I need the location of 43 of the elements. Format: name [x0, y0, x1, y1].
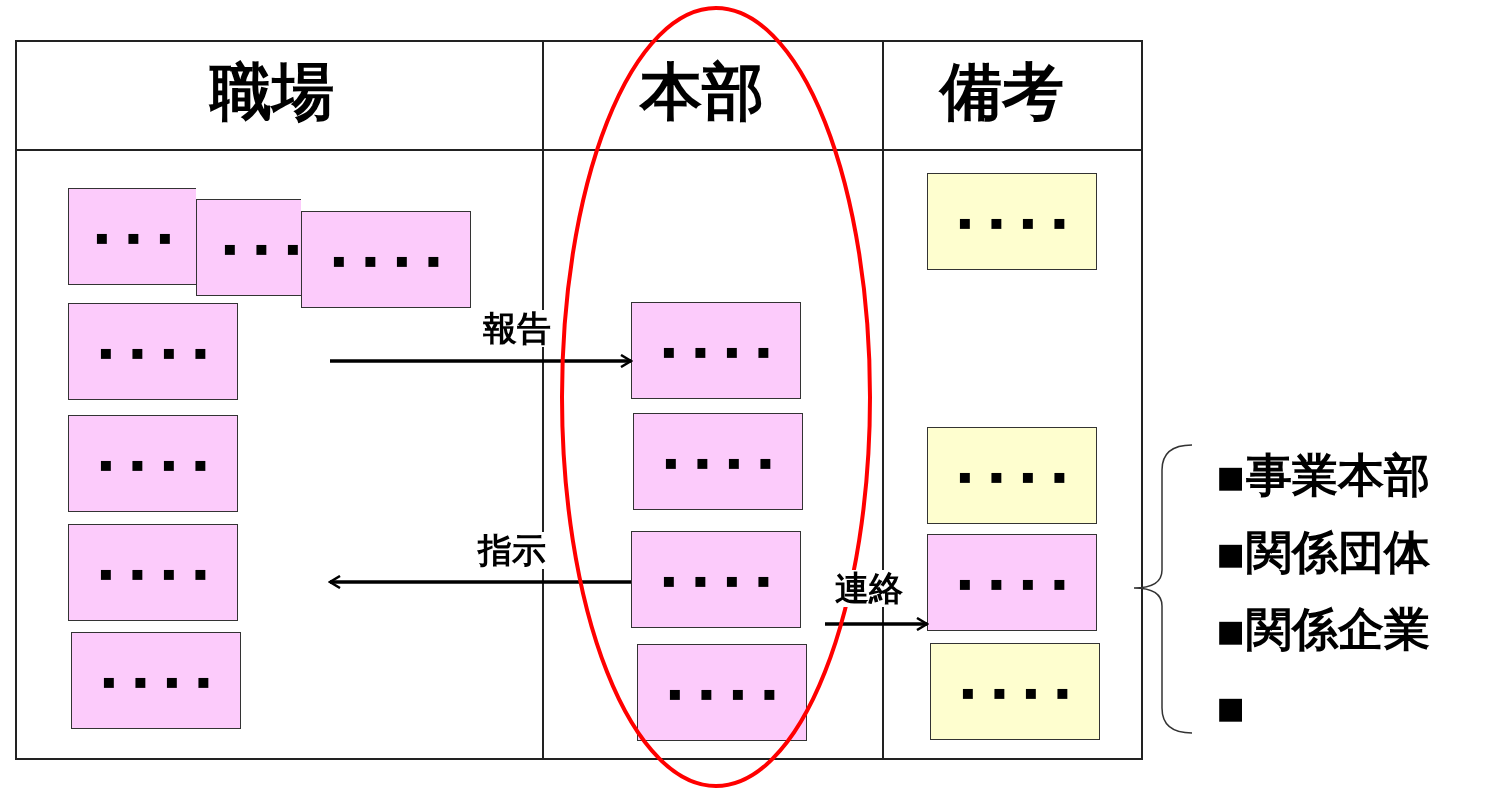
note-card [301, 211, 471, 308]
note-card [633, 413, 803, 510]
list-item: ▪関係団体 [1215, 527, 1431, 578]
note-card [637, 644, 807, 741]
note-card [631, 302, 801, 399]
column-header: 職場 [210, 58, 334, 127]
list-item: ▪関係企業 [1215, 604, 1431, 655]
edge-label: 報告 [483, 310, 551, 348]
placeholder-text: ▪▪▪▪ [957, 209, 1085, 234]
note-card [927, 173, 1097, 270]
placeholder-text: ▪▪▪▪ [667, 680, 795, 705]
placeholder-text: ▪▪▪▪ [663, 449, 791, 474]
edge-label: 指示 [478, 532, 546, 570]
placeholder-text: ▪▪▪ [95, 224, 190, 249]
note-card [68, 188, 196, 285]
list-item: ▪ [1215, 681, 1247, 732]
column-header: 本部 [640, 58, 764, 127]
note-card [68, 524, 238, 621]
edge-label: 連絡 [835, 570, 903, 608]
note-card [930, 643, 1100, 740]
list-item: ▪事業本部 [1215, 450, 1431, 501]
arrow [328, 574, 631, 590]
column-header: 備考 [940, 58, 1064, 127]
note-card [71, 632, 241, 729]
placeholder-text: ▪▪▪▪ [661, 338, 789, 363]
placeholder-text: ▪▪▪▪ [98, 560, 226, 585]
placeholder-text: ▪▪▪ [223, 235, 318, 260]
note-card [68, 415, 238, 512]
note-card [927, 534, 1097, 631]
placeholder-text: ▪▪▪▪ [101, 668, 229, 693]
placeholder-text: ▪▪▪▪ [957, 463, 1085, 488]
note-card [68, 303, 238, 400]
placeholder-text: ▪▪▪▪ [98, 451, 226, 476]
placeholder-text: ▪▪▪▪ [957, 570, 1085, 595]
arrow [330, 353, 633, 369]
arrow [825, 616, 929, 632]
note-card [196, 199, 301, 296]
placeholder-text: ▪▪▪▪ [98, 339, 226, 364]
placeholder-text: ▪▪▪▪ [960, 679, 1088, 704]
note-card [927, 427, 1097, 524]
note-card [631, 531, 801, 628]
placeholder-text: ▪▪▪▪ [331, 247, 459, 272]
placeholder-text: ▪▪▪▪ [661, 567, 789, 592]
